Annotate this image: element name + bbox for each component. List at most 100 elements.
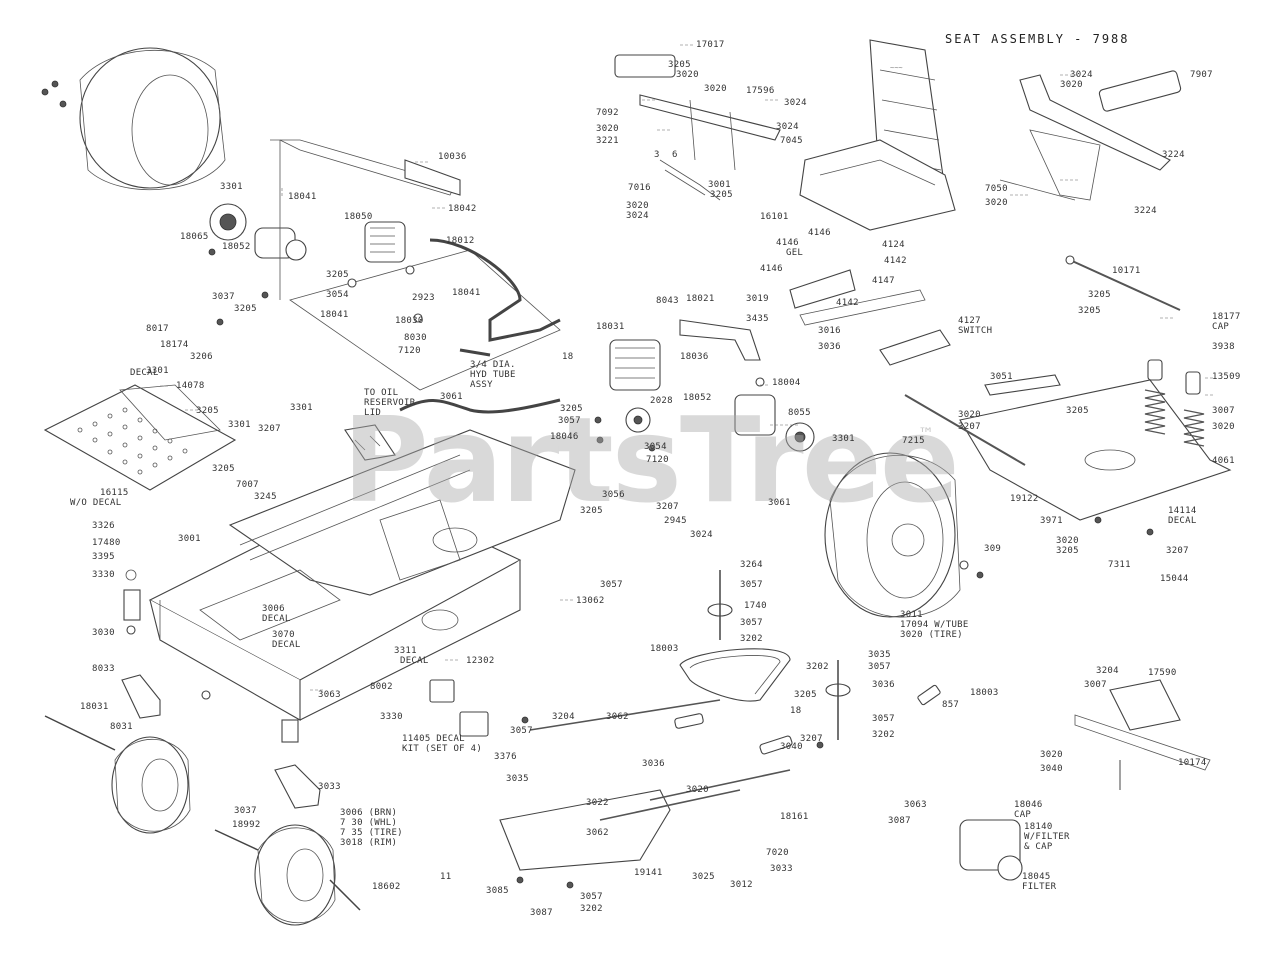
part-label: 7120	[398, 346, 421, 356]
part-label: 7120	[646, 455, 669, 465]
part-label: 3035	[506, 774, 529, 784]
part-label: 3024	[690, 530, 713, 540]
multiline-label: 3006 (BRN) 7 30 (WHL) 7 35 (TIRE) 3018 (…	[340, 808, 403, 848]
multiline-label: 18045 FILTER	[1022, 872, 1057, 892]
seat	[799, 39, 956, 231]
part-label: 3057	[740, 580, 763, 590]
front-wheel-right	[214, 824, 361, 926]
part-label: 3204	[552, 712, 575, 722]
part-label: 3204	[1096, 666, 1119, 676]
part-label: 3205	[668, 60, 691, 70]
part-label: 3062	[586, 828, 609, 838]
part-label: 3085	[486, 886, 509, 896]
part-label: 2945	[664, 516, 687, 526]
part-label: 3301	[146, 366, 169, 376]
part-label: 3037	[212, 292, 235, 302]
idler-arm	[917, 684, 941, 706]
hydraulic-frame	[270, 139, 561, 391]
part-label: 3301	[220, 182, 243, 192]
part-label: 18041	[288, 192, 317, 202]
multiline-label: 3006 DECAL	[262, 604, 291, 624]
part-label: 8002	[370, 682, 393, 692]
hydraulic-tube	[679, 319, 761, 361]
part-label: 17480	[92, 538, 121, 548]
part-label: 3061	[440, 392, 463, 402]
pulley-assembly	[707, 570, 851, 740]
multiline-label: 14114 DECAL	[1168, 506, 1197, 526]
part-label: 18041	[320, 310, 349, 320]
part-label: 309	[984, 544, 1002, 554]
part-label: 3057	[740, 618, 763, 628]
part-label: 3205	[1088, 290, 1111, 300]
part-label: 17017	[696, 40, 725, 50]
front-wheel-left	[44, 715, 191, 834]
multiline-label: W/O DECAL	[70, 498, 122, 508]
part-label: 3051	[990, 372, 1013, 382]
leader-lines	[160, 44, 1215, 691]
part-label: 3207	[800, 734, 823, 744]
part-label: 3061	[768, 498, 791, 508]
part-label: 18021	[686, 294, 715, 304]
part-label: 3376	[494, 752, 517, 762]
part-label: 3205	[794, 690, 817, 700]
floor-plate-holes	[77, 407, 188, 475]
part-label: 3020	[1212, 422, 1235, 432]
part-label: 3024	[626, 211, 649, 221]
part-label: 1740	[744, 601, 767, 611]
part-label: 4061	[1212, 456, 1235, 466]
hub-nut	[41, 88, 49, 96]
part-label: 16115	[100, 488, 129, 498]
part-label: 18052	[683, 393, 712, 403]
part-label: 3057	[600, 580, 623, 590]
part-label: 18992	[232, 820, 261, 830]
seat-brand-mark: ~~~	[890, 64, 903, 72]
part-label: 3056	[602, 490, 625, 500]
part-label: 18050	[344, 212, 373, 222]
part-label: 3020	[676, 70, 699, 80]
part-label: 7311	[1108, 560, 1131, 570]
part-label: 3040	[1040, 764, 1063, 774]
multiline-label: 3/4 DIA. HYD TUBE ASSY	[470, 360, 516, 390]
part-label: 3202	[740, 634, 763, 644]
part-label: 3022	[586, 798, 609, 808]
part-label: 3062	[606, 712, 629, 722]
part-label: 3301	[832, 434, 855, 444]
part-label: 8030	[404, 333, 427, 343]
part-label: 18602	[372, 882, 401, 892]
part-label: 3063	[318, 690, 341, 700]
part-label: 3326	[92, 521, 115, 531]
part-label: 18003	[650, 644, 679, 654]
multiline-label: DECAL	[400, 656, 429, 666]
part-label: 3207	[958, 422, 981, 432]
rear-left-tire	[79, 47, 226, 191]
hydraulic-filter	[959, 819, 1023, 881]
part-label: 18036	[680, 352, 709, 362]
part-label: 3395	[92, 552, 115, 562]
wheel-hub-sprocket	[209, 203, 307, 261]
part-label: 4146	[760, 264, 783, 274]
floor-plate	[43, 384, 237, 491]
part-label: 18	[562, 352, 574, 362]
hardware	[126, 248, 1154, 889]
part-label: 3054	[326, 290, 349, 300]
part-label: 3036	[872, 680, 895, 690]
part-label: 8033	[92, 664, 115, 674]
part-label: 18031	[80, 702, 109, 712]
part-label: 3025	[692, 872, 715, 882]
part-label: 3020	[704, 84, 727, 94]
part-label: 8017	[146, 324, 169, 334]
part-label: 18	[790, 706, 802, 716]
part-label: 3020	[1040, 750, 1063, 760]
part-label: 3057	[510, 726, 533, 736]
pedal-pad	[429, 679, 455, 703]
hub-nut	[59, 100, 67, 108]
part-label: 3020	[626, 201, 649, 211]
seat-bracket-right	[999, 70, 1182, 201]
part-label: 18030	[395, 316, 424, 326]
part-label: 7050	[985, 184, 1008, 194]
hub-nut	[51, 80, 59, 88]
multiline-label: 3011 17094 W/TUBE 3020 (TIRE)	[900, 610, 969, 640]
part-label: 14078	[176, 381, 205, 391]
part-label: 18046	[550, 432, 579, 442]
